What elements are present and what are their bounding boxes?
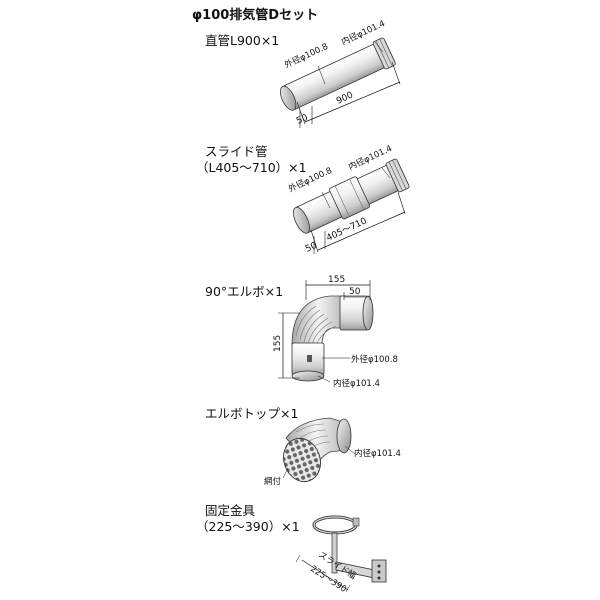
elbow-top-leaders [282,445,356,479]
elbow-height-label: 155 [273,335,283,352]
straight-pipe-dimensions [296,41,401,128]
straight-length-label: 900 [335,90,355,106]
elbow-inner-dia-label: 内径φ101.4 [333,378,380,389]
elbow-insert-label: 50 [349,287,361,297]
item-name-slide-pipe: スライド管 [205,144,268,159]
slide-pipe [293,158,410,234]
slide-insert-label: 50 [304,241,319,255]
item-name-straight-pipe: 直管L900×1 [205,33,280,48]
elbow-dimensions [278,280,371,383]
elbow-90 [291,295,374,382]
elbow-width-label: 155 [328,275,345,285]
item-name-elbow-top: エルボトップ×1 [205,406,299,421]
straight-pipe [280,37,396,111]
straight-outer-dia-label: 外径φ100.8 [283,41,330,71]
slide-outer-dia-label: 外径φ100.8 [287,165,334,195]
elbow-top [283,417,352,483]
item-name-slide-pipe-range: （L405～710）×1 [196,160,307,175]
item-name-bracket-range: （225～390）×1 [196,519,300,534]
item-name-elbow: 90°エルボ×1 [205,284,284,299]
slide-pipe-dimensions [310,167,406,254]
elbow-outer-dia-label: 外径φ100.8 [351,354,398,365]
page-title: φ100排気管Dセット [192,8,319,23]
elbow-top-mesh-label: 網付 [264,476,282,487]
straight-insert-label: 50 [295,113,310,127]
elbow-top-inner-dia-label: 内径φ101.4 [354,448,401,459]
fixing-bracket [312,515,387,583]
bracket-dimensions [295,554,351,593]
item-name-bracket: 固定金具 [205,503,256,518]
